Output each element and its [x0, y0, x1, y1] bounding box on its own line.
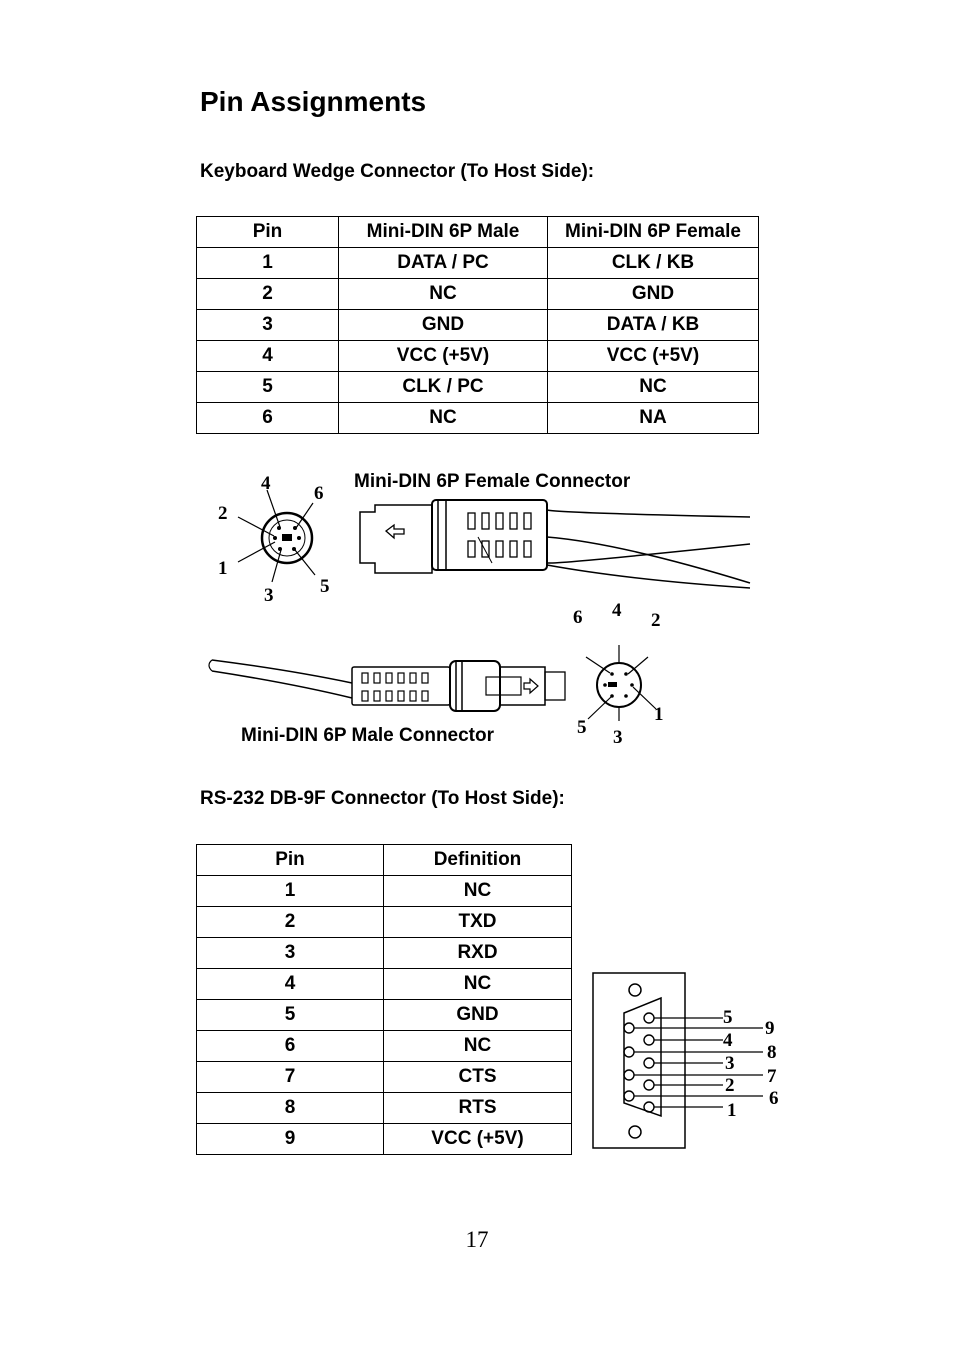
male-connector-caption: Mini-DIN 6P Male Connector	[241, 725, 495, 746]
male-pin-label: 6	[573, 607, 583, 628]
table-cell: VCC (+5V)	[383, 1123, 572, 1155]
table-cell: NC	[383, 875, 572, 907]
table-cell: 4	[196, 968, 384, 1000]
female-pin-label: 4	[261, 473, 271, 494]
table-row: 3 GND DATA / KB	[196, 309, 759, 341]
male-pin-label: 5	[577, 717, 587, 738]
column-header: Definition	[383, 844, 572, 876]
column-header: Pin	[196, 844, 384, 876]
table-row: 6 NC NA	[196, 402, 759, 434]
mini-din-connector-diagram: 4 6 2 1 3 5	[208, 473, 751, 748]
female-pin-label: 5	[320, 576, 330, 597]
female-pin-face	[237, 489, 316, 583]
table-cell: 7	[196, 1061, 384, 1093]
table-cell: RXD	[383, 937, 572, 969]
db9-frame	[592, 972, 686, 1149]
female-pin-label: 6	[314, 483, 324, 504]
male-pin-label: 1	[654, 704, 664, 725]
table-cell: RTS	[383, 1092, 572, 1124]
table-cell: NC	[547, 371, 759, 403]
table-cell: GND	[383, 999, 572, 1031]
table-cell: GND	[547, 278, 759, 310]
table-cell: NA	[547, 402, 759, 434]
db9-pin-label: 6	[769, 1088, 779, 1109]
keyboard-pin-table: Pin Mini-DIN 6P Male Mini-DIN 6P Female …	[196, 216, 759, 434]
db9-connector-diagram: 5 4 3 2 1 9 8 7 6	[592, 972, 779, 1149]
db9-leader-lines	[634, 1017, 763, 1108]
table-cell: CLK / KB	[547, 247, 759, 279]
female-pin-label: 1	[218, 558, 228, 579]
db9-pin-label: 5	[723, 1007, 733, 1028]
table-cell: VCC (+5V)	[547, 340, 759, 372]
table-cell: GND	[338, 309, 548, 341]
mount-hole-icon	[628, 983, 642, 997]
table-row: 4 VCC (+5V) VCC (+5V)	[196, 340, 759, 372]
table-cell: 8	[196, 1092, 384, 1124]
table-cell: VCC (+5V)	[338, 340, 548, 372]
male-pin-label: 4	[612, 600, 622, 621]
table-header-row: Pin Mini-DIN 6P Male Mini-DIN 6P Female	[196, 216, 759, 248]
table-cell: TXD	[383, 906, 572, 938]
db9-pin-label: 2	[725, 1075, 735, 1096]
db9-pin-label: 3	[725, 1053, 735, 1074]
female-connector-plug	[359, 499, 751, 589]
female-pin-label: 2	[218, 503, 228, 524]
table-cell: 2	[196, 906, 384, 938]
table-cell: NC	[383, 968, 572, 1000]
db9-pin-label: 4	[723, 1030, 733, 1051]
table-row: 5 CLK / PC NC	[196, 371, 759, 403]
table-cell: 4	[196, 340, 339, 372]
table-row: 2 NC GND	[196, 278, 759, 310]
table-cell: 5	[196, 999, 384, 1031]
column-header: Mini-DIN 6P Female	[547, 216, 759, 248]
table-cell: 5	[196, 371, 339, 403]
table-cell: 9	[196, 1123, 384, 1155]
table-cell: CTS	[383, 1061, 572, 1093]
table-cell: NC	[338, 278, 548, 310]
db9-pin-label: 1	[727, 1100, 737, 1121]
mount-hole-icon	[628, 1125, 642, 1139]
db9-pin-label: 9	[765, 1018, 775, 1039]
table-cell: DATA / KB	[547, 309, 759, 341]
table-cell: CLK / PC	[338, 371, 548, 403]
table-cell: 6	[196, 402, 339, 434]
table-header-row: Pin Definition	[196, 844, 572, 876]
male-pin-label: 3	[613, 727, 623, 748]
table-cell: 2	[196, 278, 339, 310]
table-cell: DATA / PC	[338, 247, 548, 279]
female-pin-label: 3	[264, 585, 274, 606]
db9-pin-label: 8	[767, 1042, 777, 1063]
table-cell: 3	[196, 309, 339, 341]
male-pin-label: 2	[651, 610, 661, 631]
table-cell: 3	[196, 937, 384, 969]
male-pin-face	[585, 645, 657, 721]
table-cell: NC	[383, 1030, 572, 1062]
female-connector-caption: Mini-DIN 6P Female Connector	[354, 471, 631, 492]
rs232-section-heading: RS-232 DB-9F Connector (To Host Side):	[200, 788, 565, 809]
table-row: 1 DATA / PC CLK / KB	[196, 247, 759, 279]
page-number: 17	[465, 1227, 489, 1252]
column-header: Mini-DIN 6P Male	[338, 216, 548, 248]
column-header: Pin	[196, 216, 339, 248]
table-cell: NC	[338, 402, 548, 434]
male-connector-plug	[208, 659, 566, 712]
page-title: Pin Assignments	[200, 86, 427, 117]
table-cell: 6	[196, 1030, 384, 1062]
db9-pin-label: 7	[767, 1066, 777, 1087]
table-cell: 1	[196, 875, 384, 907]
keyboard-section-heading: Keyboard Wedge Connector (To Host Side):	[200, 161, 595, 182]
table-cell: 1	[196, 247, 339, 279]
